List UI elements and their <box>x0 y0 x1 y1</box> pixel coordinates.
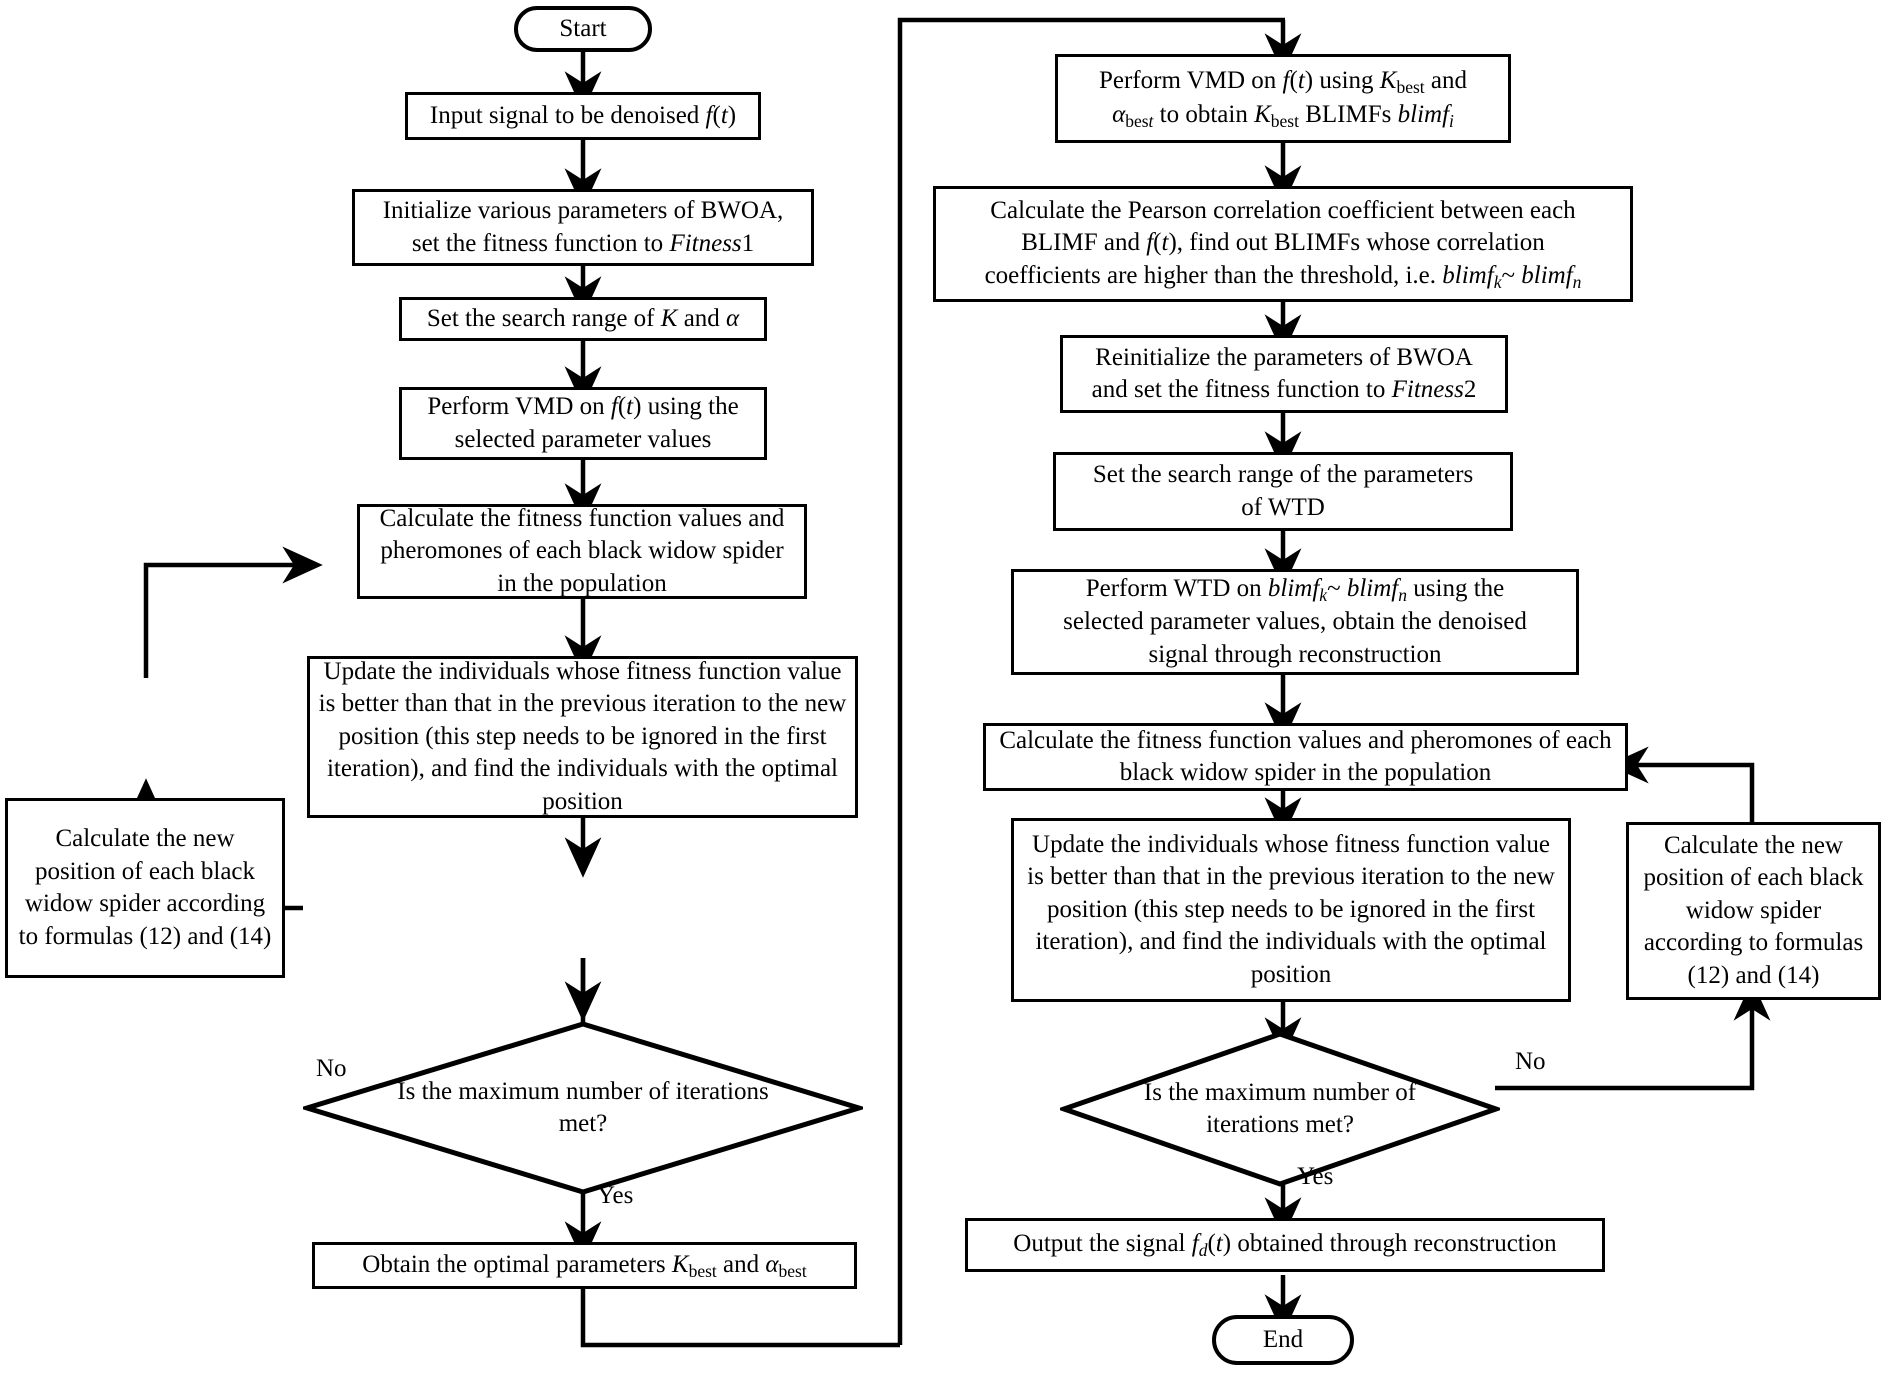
node-calc-new-position-left-label: Calculate the new position of each black… <box>18 825 272 950</box>
node-calc-fitness-right-label: Calculate the fitness function values an… <box>999 726 1612 787</box>
node-output-signal[interactable]: Output the signal fd(t) obtained through… <box>965 1218 1605 1272</box>
node-input-signal-label: Input signal to be denoised f(t) <box>429 101 737 129</box>
node-pearson-correlation[interactable]: Calculate the Pearson correlation coeffi… <box>933 186 1633 302</box>
edge-label-yes-left: Yes <box>597 1182 634 1209</box>
node-calc-new-position-left[interactable]: Calculate the new position of each black… <box>5 798 285 978</box>
node-update-individuals-left[interactable]: Update the individuals whose fitness fun… <box>307 656 858 818</box>
node-calc-fitness-right[interactable]: Calculate the fitness function values an… <box>983 723 1628 791</box>
decision-max-iterations-right[interactable]: Is the maximum number of iterations met? <box>1060 1030 1500 1188</box>
node-output-signal-label: Output the signal fd(t) obtained through… <box>1013 1230 1557 1261</box>
node-obtain-optimal-params[interactable]: Obtain the optimal parameters Kbest and … <box>312 1242 857 1289</box>
node-initialize-bwoa-label: Initialize various parameters of BWOA,se… <box>382 197 784 257</box>
node-input-signal[interactable]: Input signal to be denoised f(t) <box>405 92 761 140</box>
node-update-individuals-right-label: Update the individuals whose fitness fun… <box>1027 830 1555 988</box>
node-obtain-optimal-params-label: Obtain the optimal parameters Kbest and … <box>362 1250 807 1281</box>
decision-max-iterations-right-label: Is the maximum number of iterations met? <box>1143 1078 1417 1139</box>
node-end[interactable]: End <box>1212 1315 1354 1365</box>
node-end-label: End <box>1262 1325 1304 1353</box>
node-update-individuals-right[interactable]: Update the individuals whose fitness fun… <box>1011 818 1571 1002</box>
edge-label-yes-right: Yes <box>1297 1163 1334 1190</box>
node-start-label: Start <box>559 14 607 42</box>
node-start[interactable]: Start <box>514 6 652 52</box>
decision-max-iterations-left[interactable]: Is the maximum number of iterations met? <box>303 1020 863 1196</box>
node-initialize-bwoa[interactable]: Initialize various parameters of BWOA,se… <box>352 189 814 266</box>
decision-max-iterations-left-label: Is the maximum number of iterations met? <box>397 1077 769 1138</box>
node-search-range-k-alpha[interactable]: Set the search range of K and α <box>399 297 767 341</box>
node-calc-fitness-left-label: Calculate the fitness function values an… <box>379 504 785 597</box>
node-pearson-correlation-label: Calculate the Pearson correlation coeffi… <box>984 196 1582 292</box>
edge-label-no-left: No <box>316 1055 347 1082</box>
node-search-range-k-alpha-label: Set the search range of K and α <box>426 304 740 332</box>
node-calc-fitness-left[interactable]: Calculate the fitness function values an… <box>357 504 807 599</box>
node-update-individuals-left-label: Update the individuals whose fitness fun… <box>318 657 847 815</box>
node-calc-new-position-right[interactable]: Calculate the new position of each black… <box>1626 822 1881 1000</box>
node-calc-new-position-right-label: Calculate the new position of each black… <box>1643 831 1864 989</box>
edge-label-no-right: No <box>1515 1048 1546 1075</box>
